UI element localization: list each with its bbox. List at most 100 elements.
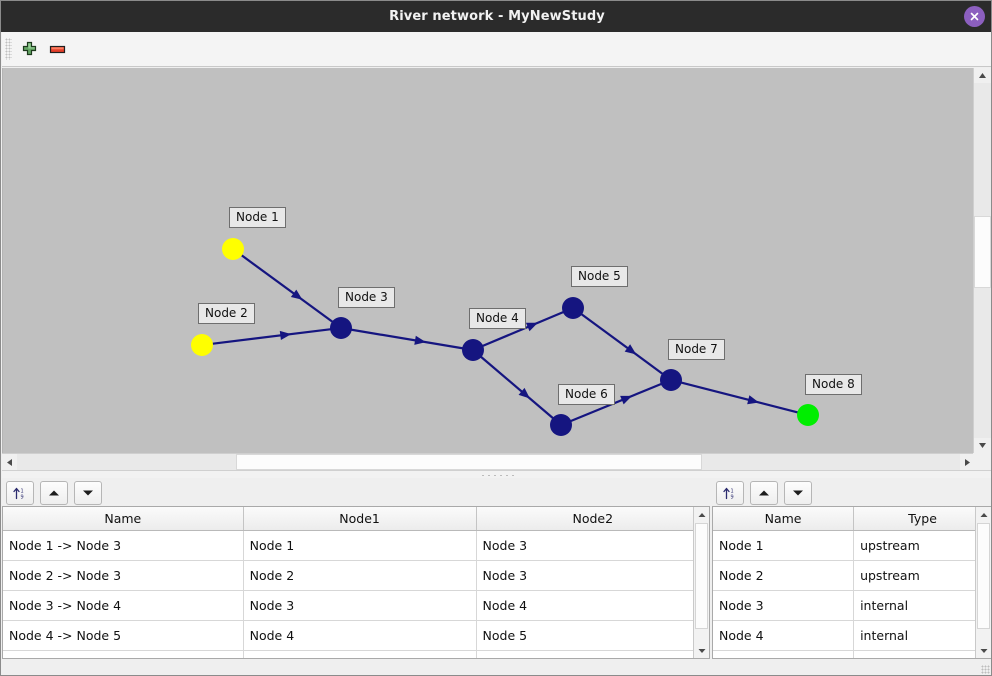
resize-grip[interactable] [981, 665, 990, 674]
node-scrollbar-thumb[interactable] [977, 523, 990, 629]
column-header[interactable]: Name [713, 507, 855, 531]
branch-scroll-up-icon[interactable] [694, 507, 709, 522]
arrow-down-icon[interactable] [784, 481, 812, 505]
sort-icon[interactable]: 1 9 [6, 481, 34, 505]
arrow-up-icon[interactable] [40, 481, 68, 505]
table-cell[interactable]: upstream [853, 530, 991, 561]
graph-node[interactable] [222, 238, 244, 260]
table-cell[interactable]: Node 2 [243, 560, 477, 591]
graph-node[interactable] [797, 404, 819, 426]
table-cell[interactable]: Node 1 [713, 530, 855, 561]
branch-scrollbar-thumb[interactable] [695, 523, 708, 629]
vscrollbar-thumb[interactable] [974, 216, 991, 288]
table-cell[interactable]: Node 4 [713, 620, 855, 651]
delete-minus-icon[interactable] [43, 35, 71, 63]
table-cell[interactable]: upstream [853, 560, 991, 591]
graph-node[interactable] [330, 317, 352, 339]
table-cell[interactable]: Node 4 [243, 620, 477, 651]
table-cell[interactable] [713, 650, 855, 658]
graph-edge[interactable] [211, 328, 332, 345]
toolbar-grip[interactable] [5, 38, 12, 60]
graph-edge[interactable] [680, 381, 799, 414]
graph-node[interactable] [462, 339, 484, 361]
table-cell[interactable]: Node 2 [713, 560, 855, 591]
scroll-left-icon[interactable] [2, 454, 17, 470]
scroll-down-icon[interactable] [974, 438, 991, 453]
hscrollbar-thumb[interactable] [236, 454, 702, 470]
table-cell[interactable]: Node 1 [243, 530, 477, 561]
node-scroll-up-icon[interactable] [976, 507, 991, 522]
table-cell[interactable] [476, 650, 709, 658]
graph-node[interactable] [562, 297, 584, 319]
node-label[interactable]: Node 1 [229, 207, 286, 228]
column-header[interactable]: Node1 [243, 507, 477, 531]
arrow-up-icon[interactable] [750, 481, 778, 505]
table-cell[interactable]: Node 5 [476, 620, 709, 651]
table-cell[interactable]: Node 3 [243, 590, 477, 621]
canvas-horizontal-scrollbar[interactable] [2, 453, 975, 470]
table-cell[interactable]: Node 4 [476, 590, 709, 621]
node-label[interactable]: Node 3 [338, 287, 395, 308]
branch-scroll-down-icon[interactable] [694, 643, 709, 658]
graph-edge[interactable] [479, 355, 555, 420]
table-cell[interactable] [3, 650, 244, 658]
river-network-canvas[interactable]: Node 1 Node 2 Node 3 Node 4 Node 5 Node 6 Node… [2, 68, 991, 453]
node-label[interactable]: Node 6 [558, 384, 615, 405]
table-cell[interactable]: Node 2 -> Node 3 [3, 560, 244, 591]
node-label[interactable]: Node 7 [668, 339, 725, 360]
graph-edge[interactable] [569, 382, 663, 423]
node-label[interactable]: Node 8 [805, 374, 862, 395]
table-cell[interactable]: internal [853, 620, 991, 651]
add-plus-icon[interactable] [15, 35, 43, 63]
close-icon[interactable] [964, 6, 985, 27]
graph-node[interactable] [191, 334, 213, 356]
canvas-vertical-scrollbar[interactable] [973, 68, 991, 453]
table-cell[interactable]: Node 3 -> Node 4 [3, 590, 244, 621]
graph-node[interactable] [550, 414, 572, 436]
graph-node[interactable] [660, 369, 682, 391]
sort-icon[interactable]: 1 9 [716, 481, 744, 505]
table-cell[interactable]: Node 4 -> Node 5 [3, 620, 244, 651]
graph-edge[interactable] [580, 313, 664, 375]
table-cell[interactable]: internal [853, 590, 991, 621]
table-cell[interactable] [243, 650, 477, 658]
panel-splitter[interactable] [2, 470, 991, 478]
graph-edge-arrow-icon [525, 322, 538, 332]
table-row[interactable] [3, 650, 709, 658]
node-label[interactable]: Node 4 [469, 308, 526, 329]
table-cell[interactable]: Node 3 [476, 560, 709, 591]
table-cell[interactable] [853, 650, 991, 658]
branch-table-scrollbar[interactable] [693, 507, 709, 658]
table-cell[interactable]: Node 1 -> Node 3 [3, 530, 244, 561]
column-header[interactable]: Node2 [476, 507, 709, 531]
node-label[interactable]: Node 2 [198, 303, 255, 324]
table-cell[interactable]: Node 3 [476, 530, 709, 561]
graph-edge[interactable] [481, 310, 565, 348]
column-header[interactable]: Name [3, 507, 244, 531]
node-table-scrollbar[interactable] [975, 507, 991, 658]
graph-edge[interactable] [350, 328, 464, 350]
node-scroll-down-icon[interactable] [976, 643, 991, 658]
table-row[interactable] [713, 650, 991, 658]
scroll-right-icon[interactable] [960, 454, 975, 470]
graph-edge[interactable] [240, 254, 334, 323]
scroll-up-icon[interactable] [974, 68, 991, 83]
table-cell[interactable]: Node 3 [713, 590, 855, 621]
column-header[interactable]: Type [853, 507, 991, 531]
arrow-down-icon[interactable] [74, 481, 102, 505]
network-graph[interactable] [3, 68, 976, 453]
node-label[interactable]: Node 5 [571, 266, 628, 287]
